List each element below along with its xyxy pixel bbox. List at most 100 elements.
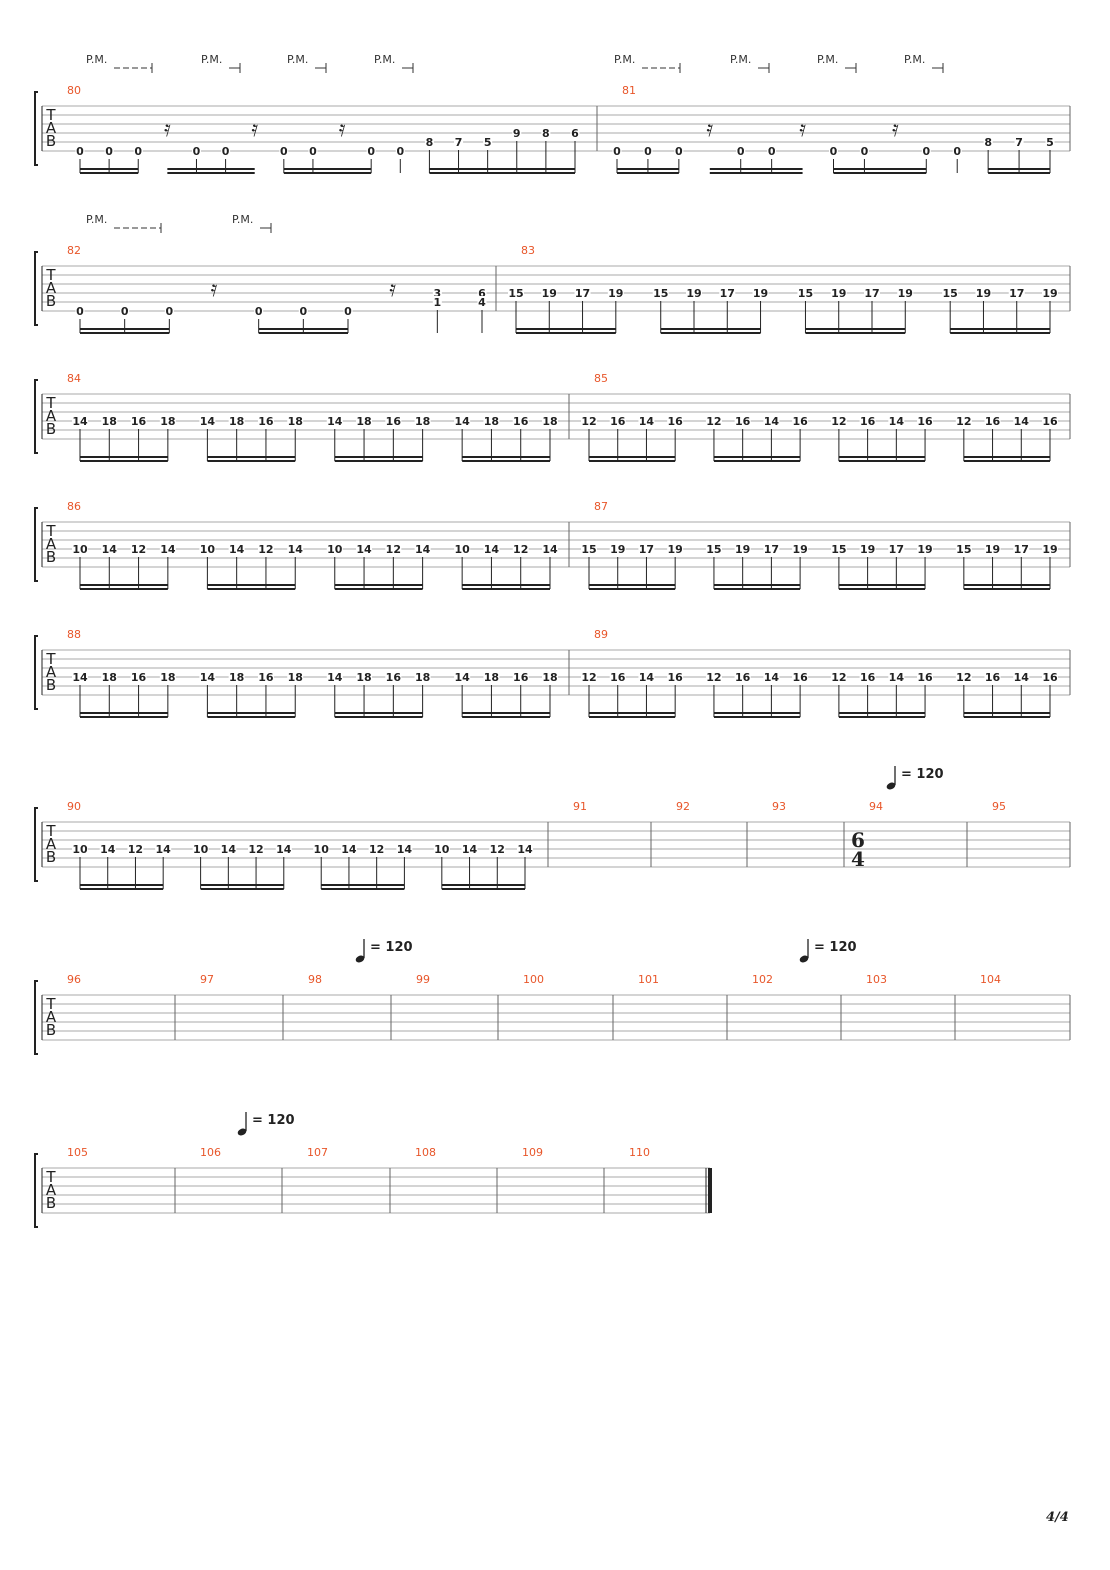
fret-background (228, 543, 245, 555)
palm-mute-label: P.M. (904, 53, 925, 66)
fret-background (287, 543, 304, 555)
system-bracket (34, 807, 38, 882)
tab-clef-letter: A (46, 535, 57, 553)
tab-clef-letter: B (46, 1194, 56, 1212)
fret-background (542, 671, 558, 683)
fret-background (975, 287, 992, 299)
fret-background (983, 136, 993, 148)
fret-number: 14 (100, 843, 116, 856)
palm-mute-label: P.M. (86, 53, 107, 66)
tab-clef-letter: A (46, 663, 57, 681)
fret-number: 10 (200, 543, 216, 556)
fret-background (897, 287, 914, 299)
palm-mute-label: P.M. (614, 53, 635, 66)
fret-background (477, 287, 487, 299)
fret-background (864, 287, 880, 299)
fret-background (257, 543, 274, 555)
fret-background (984, 415, 1001, 427)
fret-number: 18 (415, 415, 430, 428)
fret-number: 0 (737, 145, 745, 158)
fret-number: 17 (575, 287, 590, 300)
tab-clef-letter: A (46, 279, 57, 297)
fret-background (287, 671, 304, 683)
fret-number: 17 (764, 543, 779, 556)
fret-number: 15 (508, 287, 523, 300)
fret-background (734, 415, 751, 427)
fret-number: 0 (193, 145, 201, 158)
fret-background (461, 843, 478, 855)
fret-background (368, 843, 385, 855)
fret-number: 12 (128, 843, 143, 856)
fret-number: 14 (200, 415, 216, 428)
fret-background (366, 145, 376, 157)
fret-background (541, 287, 558, 299)
sixteenth-rest-icon: 𝄿 (251, 117, 258, 142)
fret-background (228, 671, 245, 683)
system-bracket (34, 980, 38, 1055)
tab-clef-letter: T (45, 394, 56, 412)
fret-background (734, 671, 751, 683)
fret-background (130, 671, 147, 683)
tempo-note-icon (237, 1128, 247, 1136)
palm-mute-label: P.M. (817, 53, 838, 66)
fret-background (483, 136, 493, 148)
palm-mute-label: P.M. (86, 213, 107, 226)
fret-number: 14 (415, 543, 431, 556)
fret-number: 16 (513, 671, 529, 684)
fret-number: 12 (831, 671, 846, 684)
fret-number: 16 (735, 415, 751, 428)
fret-number: 19 (735, 543, 750, 556)
fret-number: 19 (686, 287, 701, 300)
tempo-value: = 120 (252, 1113, 295, 1128)
fret-number: 0 (675, 145, 683, 158)
fret-background (763, 543, 780, 555)
measure-number: 95 (992, 800, 1006, 813)
fret-background (483, 415, 500, 427)
fret-number: 0 (166, 305, 174, 318)
fret-background (385, 671, 402, 683)
fret-background (159, 543, 176, 555)
measure-number: 81 (622, 84, 636, 97)
fret-background (1013, 671, 1030, 683)
fret-number: 8 (426, 136, 434, 149)
fret-number: 18 (542, 415, 557, 428)
fret-number: 14 (156, 843, 172, 856)
fret-number: 19 (976, 287, 991, 300)
fret-background (454, 415, 471, 427)
fret-number: 18 (160, 671, 175, 684)
fret-background (512, 671, 529, 683)
fret-number: 14 (889, 671, 905, 684)
fret-number: 19 (831, 287, 846, 300)
fret-number: 8 (542, 127, 550, 140)
fret-number: 14 (542, 543, 558, 556)
fret-number: 10 (193, 843, 209, 856)
fret-background (955, 671, 972, 683)
fret-background (1045, 136, 1055, 148)
fret-number: 12 (513, 543, 528, 556)
fret-number: 0 (613, 145, 621, 158)
fret-number: 17 (889, 543, 904, 556)
fret-background (574, 287, 591, 299)
fret-background (248, 843, 265, 855)
fret-number: 14 (221, 843, 237, 856)
fret-background (483, 543, 500, 555)
fret-number: 16 (792, 671, 808, 684)
tempo-note-icon (886, 782, 896, 790)
measure-number: 82 (67, 244, 81, 257)
fret-background (797, 287, 814, 299)
fret-number: 3 (434, 287, 442, 300)
tab-clef-letter: T (45, 650, 56, 668)
fret-background (541, 127, 551, 139)
system-bracket (34, 91, 38, 166)
fret-background (917, 671, 934, 683)
fret-number: 19 (753, 287, 768, 300)
fret-background (763, 671, 780, 683)
measure-number: 106 (200, 1146, 221, 1159)
fret-background (483, 671, 500, 683)
measure-number: 94 (869, 800, 883, 813)
measure-number: 105 (67, 1146, 88, 1159)
fret-number: 10 (327, 543, 343, 556)
fret-number: 18 (356, 415, 371, 428)
fret-number: 16 (917, 415, 933, 428)
tab-clef-letter: T (45, 266, 56, 284)
